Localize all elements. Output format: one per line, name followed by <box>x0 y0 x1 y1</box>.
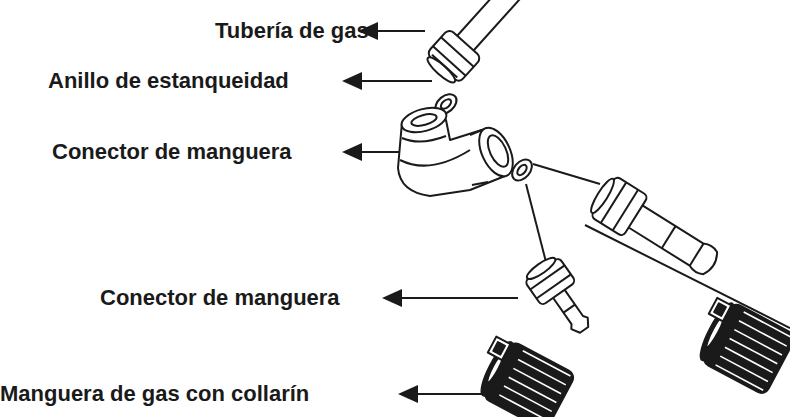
hose-collar <box>687 294 790 395</box>
hose-collar <box>468 333 576 417</box>
part-label: Tubería de gas <box>215 18 369 44</box>
gas-pipe <box>422 0 542 88</box>
leader-arrow <box>342 72 432 90</box>
part-label: Anillo de estanqueidad <box>48 68 289 94</box>
sealing-ring <box>508 156 536 185</box>
hose-connector <box>521 252 601 342</box>
leader-arrow <box>382 289 518 307</box>
part-label: Conector de manguera <box>100 285 340 311</box>
hose-connector <box>586 173 727 286</box>
elbow-connector <box>398 103 520 196</box>
part-label: Manguera de gas con collarín <box>0 381 309 407</box>
part-label: Conector de manguera <box>52 139 292 165</box>
